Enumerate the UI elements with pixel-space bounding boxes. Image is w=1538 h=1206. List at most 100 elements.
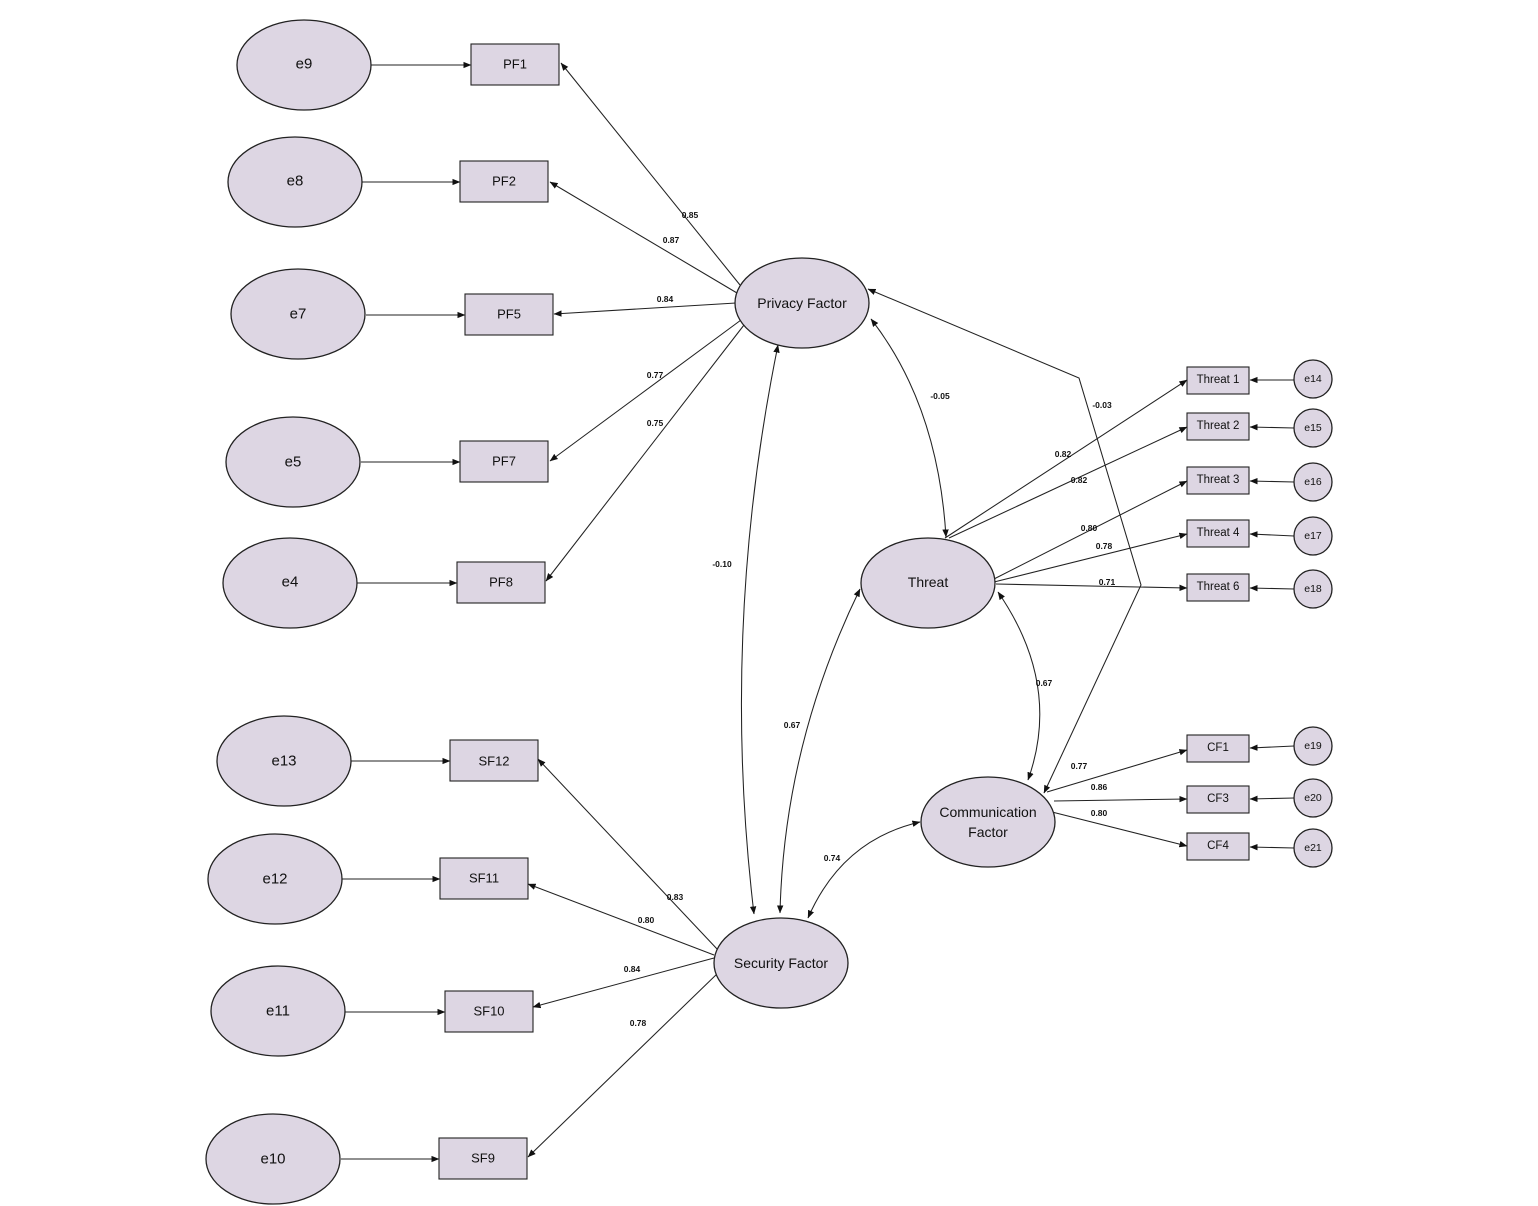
error-e15-label: e15 [1304,422,1322,434]
indicator-threat1[interactable]: Threat 1 [1186,366,1250,395]
error-e16[interactable]: e16 [1293,462,1333,502]
error-e17-label: e17 [1304,530,1322,542]
error-e5-label: e5 [285,454,302,471]
edge-comm-cf1 [1046,749,1188,793]
error-e13[interactable]: e13 [216,715,352,807]
loading-privacy-pf5: 0.84 [657,294,674,304]
indicator-threat2-label: Threat 2 [1197,420,1240,432]
edge-security-sf10 [532,957,715,1009]
edge-privacy-pf2 [549,181,738,294]
indicator-pf7[interactable]: PF7 [459,440,549,483]
error-e20[interactable]: e20 [1293,778,1333,818]
error-e8[interactable]: e8 [227,136,363,228]
edge-security-sf11 [527,883,715,956]
error-e9[interactable]: e9 [236,19,372,111]
indicator-pf2-label: PF2 [492,174,516,189]
error-e18[interactable]: e18 [1293,569,1333,609]
edge-threat-t1 [944,379,1188,539]
error-e11[interactable]: e11 [210,965,346,1057]
edge-privacy-pf5 [553,302,737,317]
error-e12-label: e12 [262,871,287,888]
edge-security-sf12 [537,758,719,951]
corr-security-communication: 0.74 [824,853,841,863]
corr-privacy-threat: -0.05 [930,391,950,401]
indicator-cf3[interactable]: CF3 [1186,785,1250,814]
error-e13-label: e13 [271,753,296,770]
edge-e21-cf4 [1249,843,1295,851]
edge-threat-t4 [993,532,1188,583]
indicator-pf5-label: PF5 [497,307,521,322]
indicator-threat4[interactable]: Threat 4 [1186,519,1250,548]
indicator-sf9[interactable]: SF9 [438,1137,528,1180]
error-e19[interactable]: e19 [1293,726,1333,766]
latent-privacy[interactable]: Privacy Factor [734,257,870,349]
indicator-sf9-label: SF9 [471,1151,495,1166]
error-e14[interactable]: e14 [1293,359,1333,399]
error-e10[interactable]: e10 [205,1113,341,1205]
indicator-cf3-label: CF3 [1207,793,1229,805]
loading-privacy-pf2: 0.87 [663,235,680,245]
latent-communication[interactable]: Communication Factor [920,776,1056,868]
error-e21-label: e21 [1304,842,1322,854]
indicator-threat4-label: Threat 4 [1197,527,1240,539]
indicator-threat6[interactable]: Threat 6 [1186,573,1250,602]
error-e9-label: e9 [296,56,313,73]
indicator-threat3[interactable]: Threat 3 [1186,466,1250,495]
error-e4-label: e4 [282,574,299,591]
cov-threat-communication [997,591,1041,781]
latent-threat[interactable]: Threat [860,537,996,629]
indicator-cf4[interactable]: CF4 [1186,832,1250,861]
error-e8-label: e8 [287,173,304,190]
indicator-sf10[interactable]: SF10 [444,990,534,1033]
error-e15[interactable]: e15 [1293,408,1333,448]
indicator-cf4-label: CF4 [1207,840,1229,852]
error-e7-label: e7 [290,306,307,323]
indicator-pf8[interactable]: PF8 [456,561,546,604]
loading-security-sf9: 0.78 [630,1018,647,1028]
indicator-pf7-label: PF7 [492,454,516,469]
error-e12[interactable]: e12 [207,833,343,925]
edge-e18-t6 [1249,584,1295,592]
edge-privacy-pf8 [545,324,745,582]
indicator-pf1-label: PF1 [503,57,527,72]
latent-security-label: Security Factor [734,955,828,971]
edge-threat-t6 [995,583,1188,592]
error-e10-label: e10 [260,1151,285,1168]
loading-privacy-pf1: 0.85 [682,210,699,220]
error-e4[interactable]: e4 [222,537,358,629]
corr-privacy-communication: -0.03 [1092,400,1112,410]
loading-security-sf10: 0.84 [624,964,641,974]
cov-threat-security [776,588,861,914]
indicator-pf2[interactable]: PF2 [459,160,549,203]
cov-security-communication [807,820,921,919]
indicator-sf12[interactable]: SF12 [449,739,539,782]
edge-comm-cf4 [1051,811,1188,848]
indicator-pf8-label: PF8 [489,575,513,590]
loading-comm-cf4: 0.80 [1091,808,1108,818]
loading-threat-t2: 0.82 [1071,475,1088,485]
error-e18-label: e18 [1304,583,1322,595]
latent-threat-label: Threat [908,574,949,590]
error-e21[interactable]: e21 [1293,828,1333,868]
indicator-threat2[interactable]: Threat 2 [1186,412,1250,441]
indicator-pf5[interactable]: PF5 [464,293,554,336]
indicator-sf11[interactable]: SF11 [439,857,529,900]
error-e17[interactable]: e17 [1293,516,1333,556]
edge-security-sf9 [527,971,720,1158]
indicator-cf1[interactable]: CF1 [1186,734,1250,763]
edge-e20-cf3 [1249,795,1295,803]
indicator-cf1-label: CF1 [1207,742,1229,754]
edge-comm-cf3 [1053,795,1188,803]
indicator-sf10-label: SF10 [473,1004,504,1019]
edge-e15-t2 [1249,423,1295,431]
edge-e19-cf1 [1249,744,1295,751]
error-e19-label: e19 [1304,740,1322,752]
error-e5[interactable]: e5 [225,416,361,508]
error-e14-label: e14 [1304,373,1322,385]
error-e7[interactable]: e7 [230,268,366,360]
edge-privacy-pf7 [549,319,742,462]
indicator-pf1[interactable]: PF1 [470,43,560,86]
indicator-threat3-label: Threat 3 [1197,474,1240,486]
latent-security[interactable]: Security Factor [713,917,849,1009]
